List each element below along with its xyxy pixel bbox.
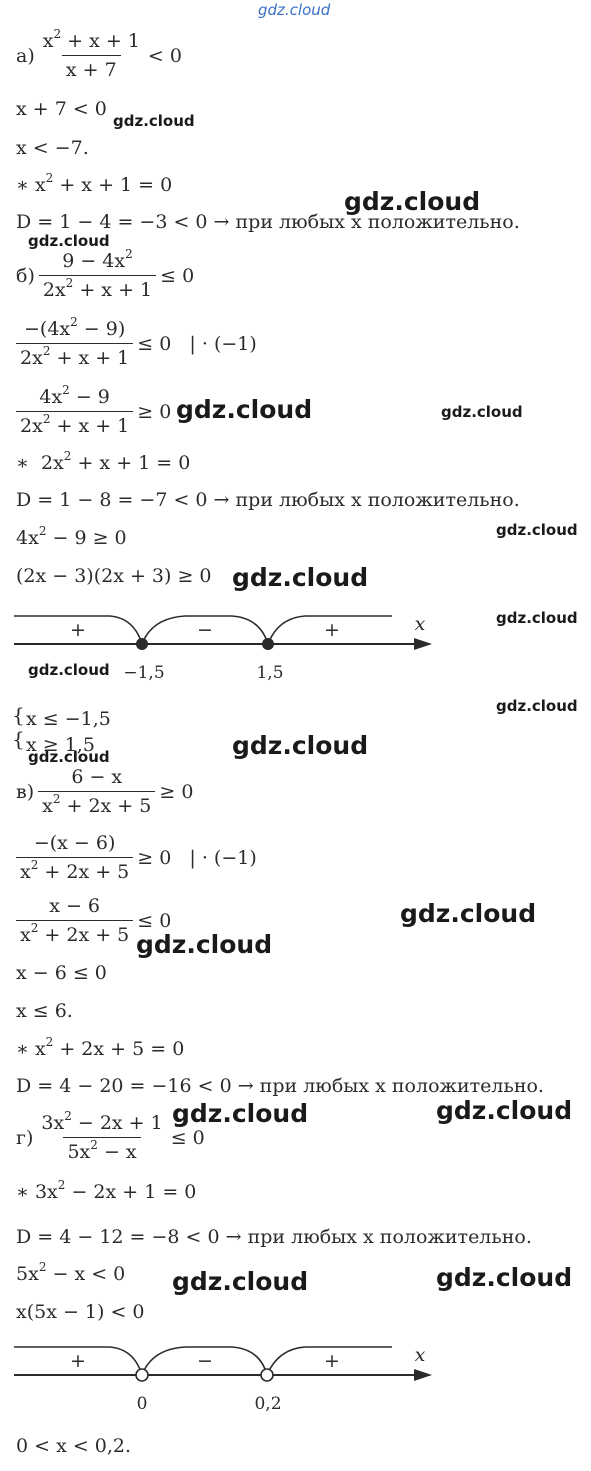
watermark: gdz.cloud <box>232 563 369 592</box>
watermark: gdz.cloud <box>344 187 481 216</box>
problem-b-step-2: −(4x2 − 9) 2x2 + x + 1 ≤ 0 | · (−1) <box>12 316 257 369</box>
problem-d-label: г) <box>16 1126 34 1149</box>
problem-b-line-3: 4x2 − 9 ≥ 0 <box>16 523 127 549</box>
problem-c-step-3: x − 6 x2 + 2x + 5 ≤ 0 <box>12 895 171 946</box>
axis-d-arrow <box>414 1369 432 1381</box>
problem-a-fraction: x2 + x + 1 x + 7 <box>39 26 144 81</box>
problem-a-line-1: x + 7 < 0 <box>16 98 107 120</box>
sign-arc-d-middle <box>141 1346 268 1376</box>
watermark: gdz.cloud <box>28 748 110 766</box>
problem-d-line-3: 5x2 − x < 0 <box>16 1259 126 1285</box>
watermark: gdz.cloud <box>496 697 578 715</box>
sign-b-2: − <box>197 619 213 641</box>
point-d-1 <box>135 1368 149 1382</box>
problem-a-relation: < 0 <box>147 44 182 67</box>
problem-d-line-2: D = 4 − 12 = −8 < 0 → при любых x положи… <box>16 1226 532 1248</box>
watermark-top: gdz.cloud <box>258 1 331 19</box>
problem-a-line-3: ∗ x2 + x + 1 = 0 <box>16 170 173 196</box>
watermark: gdz.cloud <box>441 403 523 421</box>
problem-c-line-2: x ≤ 6. <box>16 1000 73 1022</box>
problem-c-step-2: −(x − 6) x2 + 2x + 5 ≥ 0 | · (−1) <box>12 832 257 883</box>
watermark: gdz.cloud <box>28 232 110 250</box>
sign-d-2: − <box>197 1350 213 1372</box>
tick-d-1: 0 <box>137 1394 148 1414</box>
point-b-1 <box>136 638 148 650</box>
problem-b-relation: ≤ 0 <box>160 264 195 287</box>
axis-d-var: x <box>415 1344 426 1366</box>
problem-a-line-4: D = 1 − 4 = −3 < 0 → при любых x положит… <box>16 211 520 233</box>
sign-b-3: + <box>324 619 340 641</box>
problem-d-line-1: ∗ 3x2 − 2x + 1 = 0 <box>16 1177 197 1203</box>
number-line-d: + − + x 0 0,2 <box>14 1344 432 1414</box>
problem-b-line-4: (2x − 3)(2x + 3) ≥ 0 <box>16 565 212 587</box>
problem-c-line-1: x − 6 ≤ 0 <box>16 962 107 984</box>
tick-b-1: −1,5 <box>123 663 164 683</box>
problem-c-label: в) <box>16 780 35 803</box>
system-brace: {{ <box>12 703 25 751</box>
watermark: gdz.cloud <box>436 1096 573 1125</box>
system-line-2: x ≥ 1,5 <box>26 734 95 756</box>
axis-b-arrow <box>414 638 432 650</box>
watermark: gdz.cloud <box>436 1263 573 1292</box>
problem-a-line-2: x < −7. <box>16 137 89 159</box>
sign-d-3: + <box>324 1350 340 1372</box>
watermark: gdz.cloud <box>496 609 578 627</box>
problem-d-inequality: г) 3x2 − 2x + 1 5x2 − x ≤ 0 <box>16 1108 205 1163</box>
problem-d-line-4: x(5x − 1) < 0 <box>16 1301 145 1323</box>
tick-d-2: 0,2 <box>254 1394 281 1414</box>
sign-arc-b-middle <box>141 615 269 645</box>
watermark: gdz.cloud <box>28 661 110 679</box>
problem-a-inequality: а) x2 + x + 1 x + 7 < 0 <box>16 26 182 81</box>
axis-b-var: x <box>415 613 426 635</box>
watermark: gdz.cloud <box>176 395 313 424</box>
watermark: gdz.cloud <box>113 112 195 130</box>
problem-c-line-3: ∗ x2 + 2x + 5 = 0 <box>16 1034 185 1060</box>
problem-c-inequality: в) 6 − x x2 + 2x + 5 ≥ 0 <box>16 766 194 817</box>
watermark: gdz.cloud <box>136 930 273 959</box>
number-line-b: + − + x −1,5 1,5 <box>14 613 432 683</box>
sign-d-1: + <box>70 1350 86 1372</box>
problem-a-label: а) <box>16 44 35 67</box>
problem-b-step-3: 4x2 − 9 2x2 + x + 1 ≥ 0 <box>12 384 171 437</box>
watermark: gdz.cloud <box>172 1267 309 1296</box>
problem-b-label: б) <box>16 264 35 287</box>
problem-a-numerator: x2 + x + 1 <box>42 26 140 52</box>
problem-b-line-2: D = 1 − 8 = −7 < 0 → при любых x положит… <box>16 489 520 511</box>
problem-d-answer: 0 < x < 0,2. <box>16 1435 132 1457</box>
watermark: gdz.cloud <box>400 899 537 928</box>
system-line-1: x ≤ −1,5 <box>26 708 111 730</box>
problem-b-line-1: ∗ 2x2 + x + 1 = 0 <box>16 448 191 474</box>
point-b-2 <box>262 638 274 650</box>
watermark: gdz.cloud <box>232 731 369 760</box>
problem-a-denominator: x + 7 <box>61 55 121 81</box>
sign-b-1: + <box>70 619 86 641</box>
watermark: gdz.cloud <box>496 521 578 539</box>
tick-b-2: 1,5 <box>256 663 283 683</box>
watermark: gdz.cloud <box>172 1099 309 1128</box>
point-d-2 <box>260 1368 274 1382</box>
problem-c-line-4: D = 4 − 20 = −16 < 0 → при любых x полож… <box>16 1075 544 1097</box>
problem-b-fraction: 9 − 4x2 2x2 + x + 1 <box>38 248 157 301</box>
problem-b-inequality: б) 9 − 4x2 2x2 + x + 1 ≤ 0 <box>16 248 195 301</box>
